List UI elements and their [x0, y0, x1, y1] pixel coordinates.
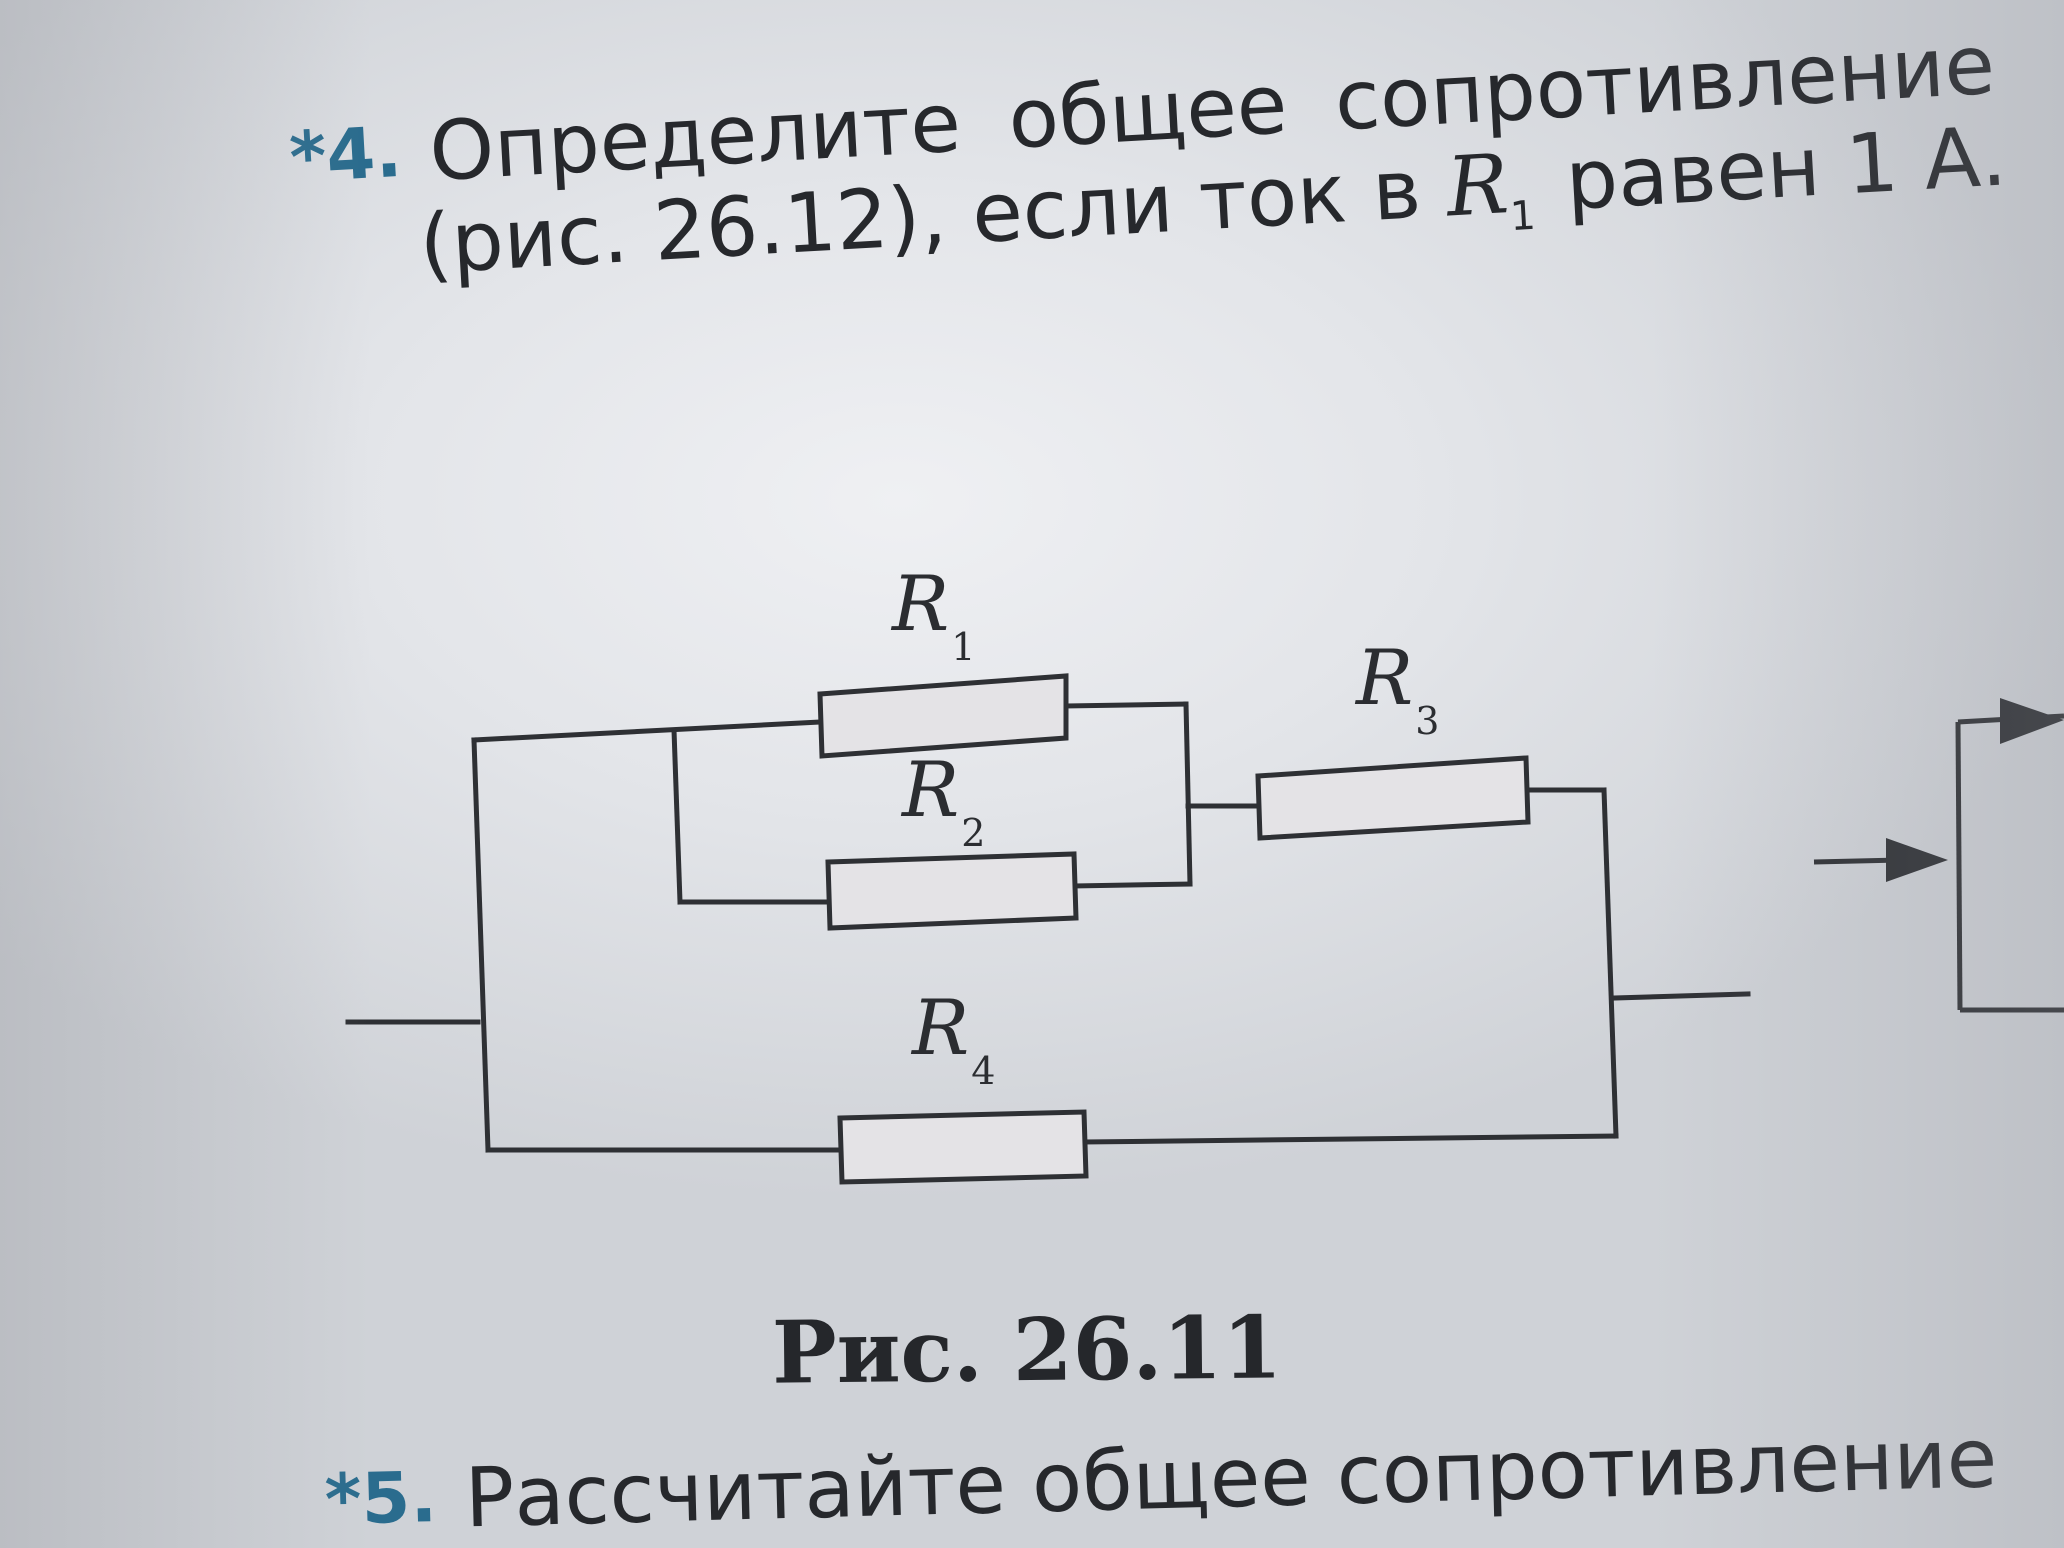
wire-top-to-r1 — [471, 719, 823, 743]
label-r1: R1 — [892, 559, 976, 669]
problem-4-variable-subscript: 1 — [1508, 192, 1537, 241]
arrow-head-input — [1886, 838, 1948, 882]
resistor-r2 — [825, 851, 1079, 931]
next-figure-input-wire — [1813, 857, 1901, 865]
wire-inner-left-vertical — [671, 727, 683, 905]
problem-4-variable: R — [1444, 137, 1512, 236]
label-r4: R4 — [912, 983, 996, 1093]
problem-5-text-line-1: Рассчитайте общее сопротивление — [463, 1411, 1999, 1547]
problem-5-number: *5. — [323, 1456, 438, 1541]
figure-caption: Рис. 26.11 — [771, 1297, 1283, 1404]
problem-4-number: *4. — [287, 110, 404, 199]
wire-parallel-right-vertical — [1183, 701, 1193, 887]
wire-r1-right — [1063, 701, 1189, 709]
resistor-r3 — [1255, 755, 1531, 841]
wire-r2-right — [1071, 881, 1193, 889]
wire-left-vertical — [471, 737, 491, 1153]
resistor-r4 — [837, 1109, 1089, 1185]
next-figure-wire-top — [1957, 713, 2064, 725]
resistor-r1 — [817, 673, 1069, 759]
next-figure-wire-vertical — [1955, 721, 1963, 1011]
arrow-head-top — [2000, 698, 2064, 744]
label-r2: R2 — [902, 745, 986, 855]
label-r3: R3 — [1356, 633, 1440, 743]
wire-bottom-from-r4 — [1081, 1133, 1619, 1145]
problem-5-line-1: *5. Рассчитайте общее сопротивление — [323, 1411, 1999, 1546]
wire-output-lead — [1611, 991, 1751, 1001]
wire-right-vertical — [1601, 787, 1619, 1139]
